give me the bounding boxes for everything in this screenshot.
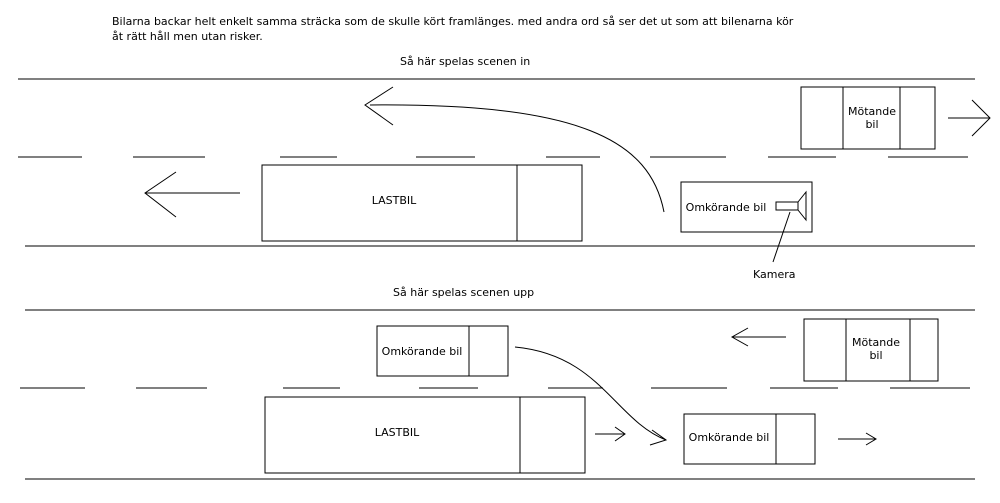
camera-pointer <box>772 211 791 263</box>
oncoming-car: Mötande bil <box>800 86 936 150</box>
oncoming-car: Mötande bil <box>803 318 939 382</box>
oncoming-car-label-2: bil <box>869 349 882 362</box>
oncoming-car-label-1: Mötande <box>848 105 896 118</box>
scene-recording-title: Så här spelas scenen in <box>400 55 530 68</box>
arrow-right-icon <box>948 99 991 137</box>
arrow-left-icon <box>144 171 240 218</box>
camera-icon <box>775 190 807 222</box>
arrow-right-icon <box>595 426 626 442</box>
passing-path-arrow <box>364 86 665 213</box>
oncoming-car-label-1: Mötande <box>852 336 900 349</box>
passing-car-start-label: Omkörande bil <box>382 345 463 358</box>
scene-recording: Så här spelas scenen in Mötande bil <box>18 55 991 281</box>
truck: LASTBIL <box>261 164 583 242</box>
passing-car-end: Omkörande bil <box>683 413 816 465</box>
passing-car-label: Omkörande bil <box>686 201 767 214</box>
truck: LASTBIL <box>264 396 586 474</box>
passing-path-arrow <box>514 346 668 446</box>
camera-label: Kamera <box>753 268 796 281</box>
truck-label: LASTBIL <box>375 426 420 439</box>
passing-car: Omkörande bil <box>680 181 813 233</box>
passing-car-start: Omkörande bil <box>376 325 509 377</box>
arrow-right-icon <box>838 432 877 446</box>
arrow-left-icon <box>730 327 786 347</box>
truck-label: LASTBIL <box>372 194 417 207</box>
description-line-1: Bilarna backar helt enkelt samma sträcka… <box>112 15 794 28</box>
passing-car-end-label: Omkörande bil <box>689 431 770 444</box>
description-line-2: åt rätt håll men utan risker. <box>112 30 263 43</box>
oncoming-car-label-2: bil <box>865 118 878 131</box>
scene-playback: Så här spelas scenen upp Omkörande bil <box>20 286 975 480</box>
scene-playback-title: Så här spelas scenen upp <box>393 286 534 299</box>
